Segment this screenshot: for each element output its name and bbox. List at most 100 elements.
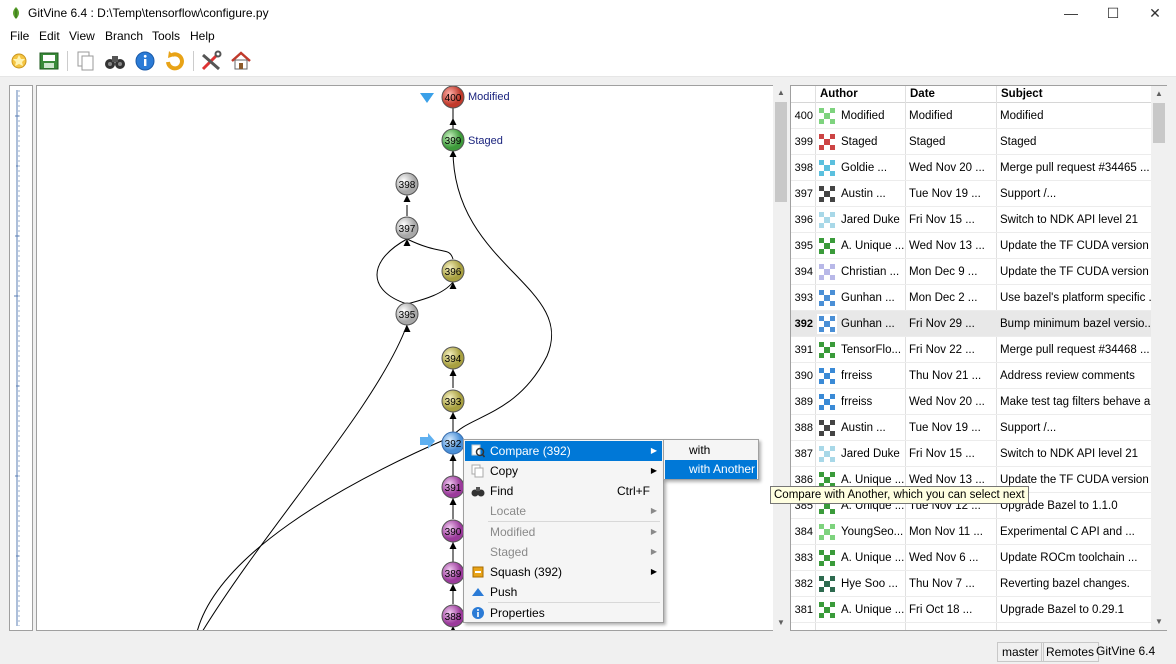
copy-icon[interactable]	[74, 50, 96, 72]
graph-node-394[interactable]: 394	[441, 346, 465, 370]
branch-indicator[interactable]: master	[997, 642, 1044, 662]
menu-item-compare[interactable]: Compare (392) ▶	[465, 441, 662, 461]
overview-strip[interactable]	[9, 85, 33, 631]
window-title: GitVine 6.4 : D:\Temp\tensorflow\configu…	[28, 6, 269, 20]
binoculars-icon[interactable]	[104, 50, 126, 72]
menu-tools[interactable]: Tools	[152, 29, 181, 43]
overview-graph	[14, 90, 20, 626]
binoculars-icon	[471, 487, 485, 497]
subject-cell: Merge pull request #34468 ...	[1000, 344, 1150, 356]
graph-node-400[interactable]: 400	[441, 86, 465, 109]
graph-node-393[interactable]: 393	[441, 389, 465, 413]
graph-node-388[interactable]: 388	[441, 604, 465, 628]
scroll-down-arrow-icon[interactable]: ▼	[1155, 617, 1163, 626]
column-header-author[interactable]: Author	[815, 86, 905, 103]
author-cell: Staged	[841, 136, 878, 148]
svg-text:390: 390	[445, 527, 462, 538]
author-cell: Austin ...	[841, 422, 886, 434]
column-header-date[interactable]: Date	[905, 86, 996, 103]
commit-graph: 400 399 398 397 396 395 394 393 392 391 …	[197, 86, 553, 630]
home-icon[interactable]	[230, 50, 252, 72]
menu-item-with-previous[interactable]: with Previous	[689, 443, 736, 476]
date-cell: Tue Nov 19 ...	[909, 188, 981, 200]
scroll-up-arrow-icon[interactable]: ▲	[777, 88, 785, 97]
version-label: GitVine 6.4	[1096, 644, 1156, 658]
scroll-up-arrow-icon[interactable]: ▲	[1155, 89, 1163, 98]
row-number: 391	[794, 344, 813, 356]
row-number: 400	[794, 110, 813, 122]
open-repo-icon[interactable]	[8, 50, 30, 72]
scroll-down-arrow-icon[interactable]: ▼	[777, 618, 785, 627]
tools-icon[interactable]	[200, 50, 222, 72]
refresh-icon[interactable]	[164, 50, 186, 72]
menu-item-push[interactable]: Push	[465, 582, 662, 602]
compare-icon	[471, 444, 485, 458]
column-header-number[interactable]	[791, 86, 815, 103]
maximize-button[interactable]: ☐	[1106, 5, 1120, 21]
subject-cell: Staged	[1000, 136, 1037, 148]
menu-item-squash[interactable]: Squash (392) ▶	[465, 562, 662, 582]
menu-view[interactable]: View	[69, 29, 95, 43]
menu-item-with-another[interactable]: with Another	[665, 460, 757, 479]
menu-file[interactable]: File	[10, 29, 30, 43]
info-icon[interactable]	[134, 50, 156, 72]
graph-node-399[interactable]: 399	[441, 128, 465, 152]
menu-item-modified[interactable]: Modified ▶	[465, 522, 662, 542]
context-menu: Compare (392) ▶ Copy ▶ Find Ctrl+F Locat…	[463, 439, 664, 623]
graph-node-397[interactable]: 397	[395, 216, 419, 240]
menu-item-copy[interactable]: Copy ▶	[465, 461, 662, 481]
graph-node-389[interactable]: 389	[441, 561, 465, 585]
table-scrollbar[interactable]: ▲ ▼	[1151, 86, 1167, 630]
remotes-button[interactable]: Remotes	[1041, 642, 1100, 662]
menu-item-properties[interactable]: Properties	[465, 603, 662, 623]
svg-text:397: 397	[399, 224, 416, 235]
menu-item-locate[interactable]: Locate ▶	[465, 501, 662, 521]
menu-item-staged[interactable]: Staged ▶	[465, 542, 662, 562]
selected-commit-arrow-icon	[420, 433, 435, 449]
graph-node-395[interactable]: 395	[395, 302, 419, 326]
graph-node-392[interactable]: 392	[441, 431, 465, 455]
menu-edit[interactable]: Edit	[39, 29, 60, 43]
table-scroll-thumb[interactable]	[1153, 103, 1165, 143]
close-button[interactable]: ✕	[1149, 5, 1161, 21]
menu-branch[interactable]: Branch	[105, 29, 144, 43]
graph-node-390[interactable]: 390	[441, 519, 465, 543]
graph-node-398[interactable]: 398	[395, 172, 419, 196]
tooltip: Compare with Another, which you can sele…	[770, 486, 1029, 504]
graph-node-391[interactable]: 391	[441, 475, 465, 499]
subject-cell: Experimental C API and ...	[1000, 526, 1135, 538]
avatar-icon	[817, 314, 837, 334]
graph-scroll-thumb[interactable]	[775, 102, 787, 202]
date-cell: Fri Oct 18 ...	[909, 604, 973, 616]
subject-cell: Update the TF CUDA version ...	[1000, 240, 1152, 252]
graph-scrollbar[interactable]: ▲ ▼	[773, 85, 789, 631]
submenu-arrow-icon: ▶	[650, 506, 657, 515]
column-header-subject[interactable]: Subject	[996, 86, 1153, 103]
menu-item-find[interactable]: Find Ctrl+F	[465, 481, 662, 501]
menu-help[interactable]: Help	[190, 29, 215, 43]
minimize-button[interactable]: —	[1064, 5, 1078, 21]
save-icon[interactable]	[38, 50, 60, 72]
row-number: 397	[794, 188, 813, 200]
graph-node-396[interactable]: 396	[441, 259, 465, 283]
author-cell: frreiss	[841, 370, 873, 382]
